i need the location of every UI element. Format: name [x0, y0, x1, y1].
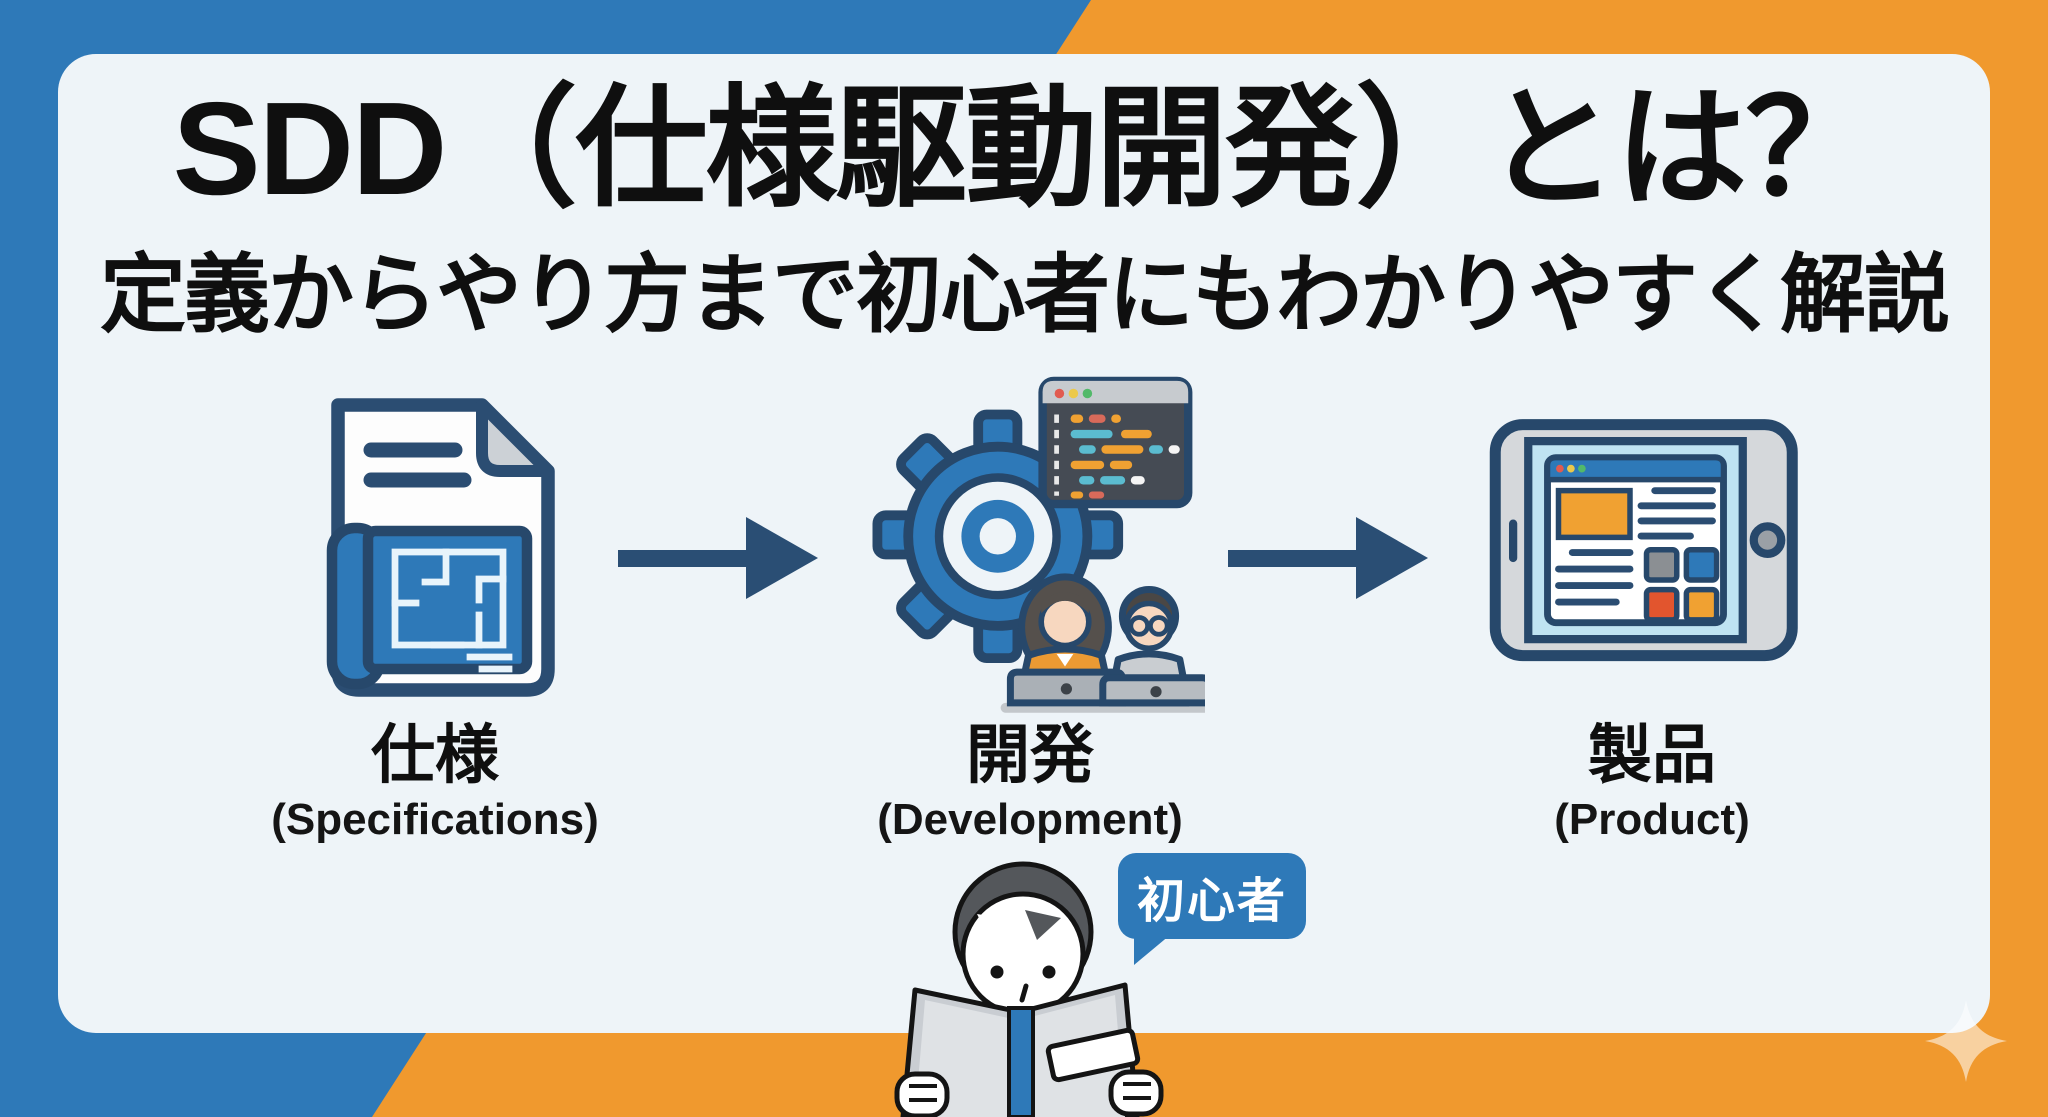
page-title: SDD（仕様駆動開発）とは？	[172, 75, 1878, 222]
gear-developers-icon	[872, 376, 1205, 713]
beginner-speech-bubble: 初心者	[1118, 853, 1306, 965]
beginner-reader-illustration: 初心者	[860, 848, 1340, 1117]
step-development: 開発 (Development)	[820, 376, 1240, 845]
sparkle-icon	[1925, 1000, 2007, 1082]
step-label-english: (Development)	[877, 795, 1183, 845]
open-book-icon	[894, 982, 1164, 1117]
beginner-badge-label: 初心者	[1136, 875, 1287, 928]
step-label-japanese: 開発	[966, 719, 1094, 791]
blueprint-document-icon	[278, 378, 593, 716]
glasses-icon	[1128, 614, 1170, 637]
tablet-product-icon	[1489, 419, 1798, 662]
arrow-right-icon	[1228, 517, 1428, 599]
step-product: 製品 (Product)	[1442, 378, 1862, 845]
gear-developers-icon	[855, 376, 1205, 716]
step-specifications: 仕様 (Specifications)	[225, 378, 645, 845]
step-label-english: (Product)	[1554, 795, 1750, 845]
code-lines	[1070, 414, 1180, 498]
thumbnail-grid	[1643, 547, 1720, 623]
arrow-right-icon	[618, 517, 818, 599]
hero-image-block	[1555, 487, 1633, 541]
floorplan-lines	[391, 548, 512, 672]
step-label-japanese: 製品	[1588, 719, 1716, 791]
hands	[894, 1069, 1164, 1117]
browser-window-icon	[1544, 454, 1727, 627]
step-label-english: (Specifications)	[271, 795, 599, 845]
developers-icon	[1000, 572, 1205, 713]
blueprint-document-icon	[326, 397, 555, 697]
code-editor-icon	[1038, 376, 1193, 508]
step-label-japanese: 仕様	[371, 719, 499, 791]
person-reading-book-icon	[894, 861, 1164, 1117]
tablet-product-icon	[1487, 378, 1817, 716]
page-subtitle: 定義からやり方まで初心者にもわかりやすく解説	[100, 247, 1950, 343]
text-lines	[1555, 487, 1716, 606]
home-button	[1749, 522, 1786, 558]
